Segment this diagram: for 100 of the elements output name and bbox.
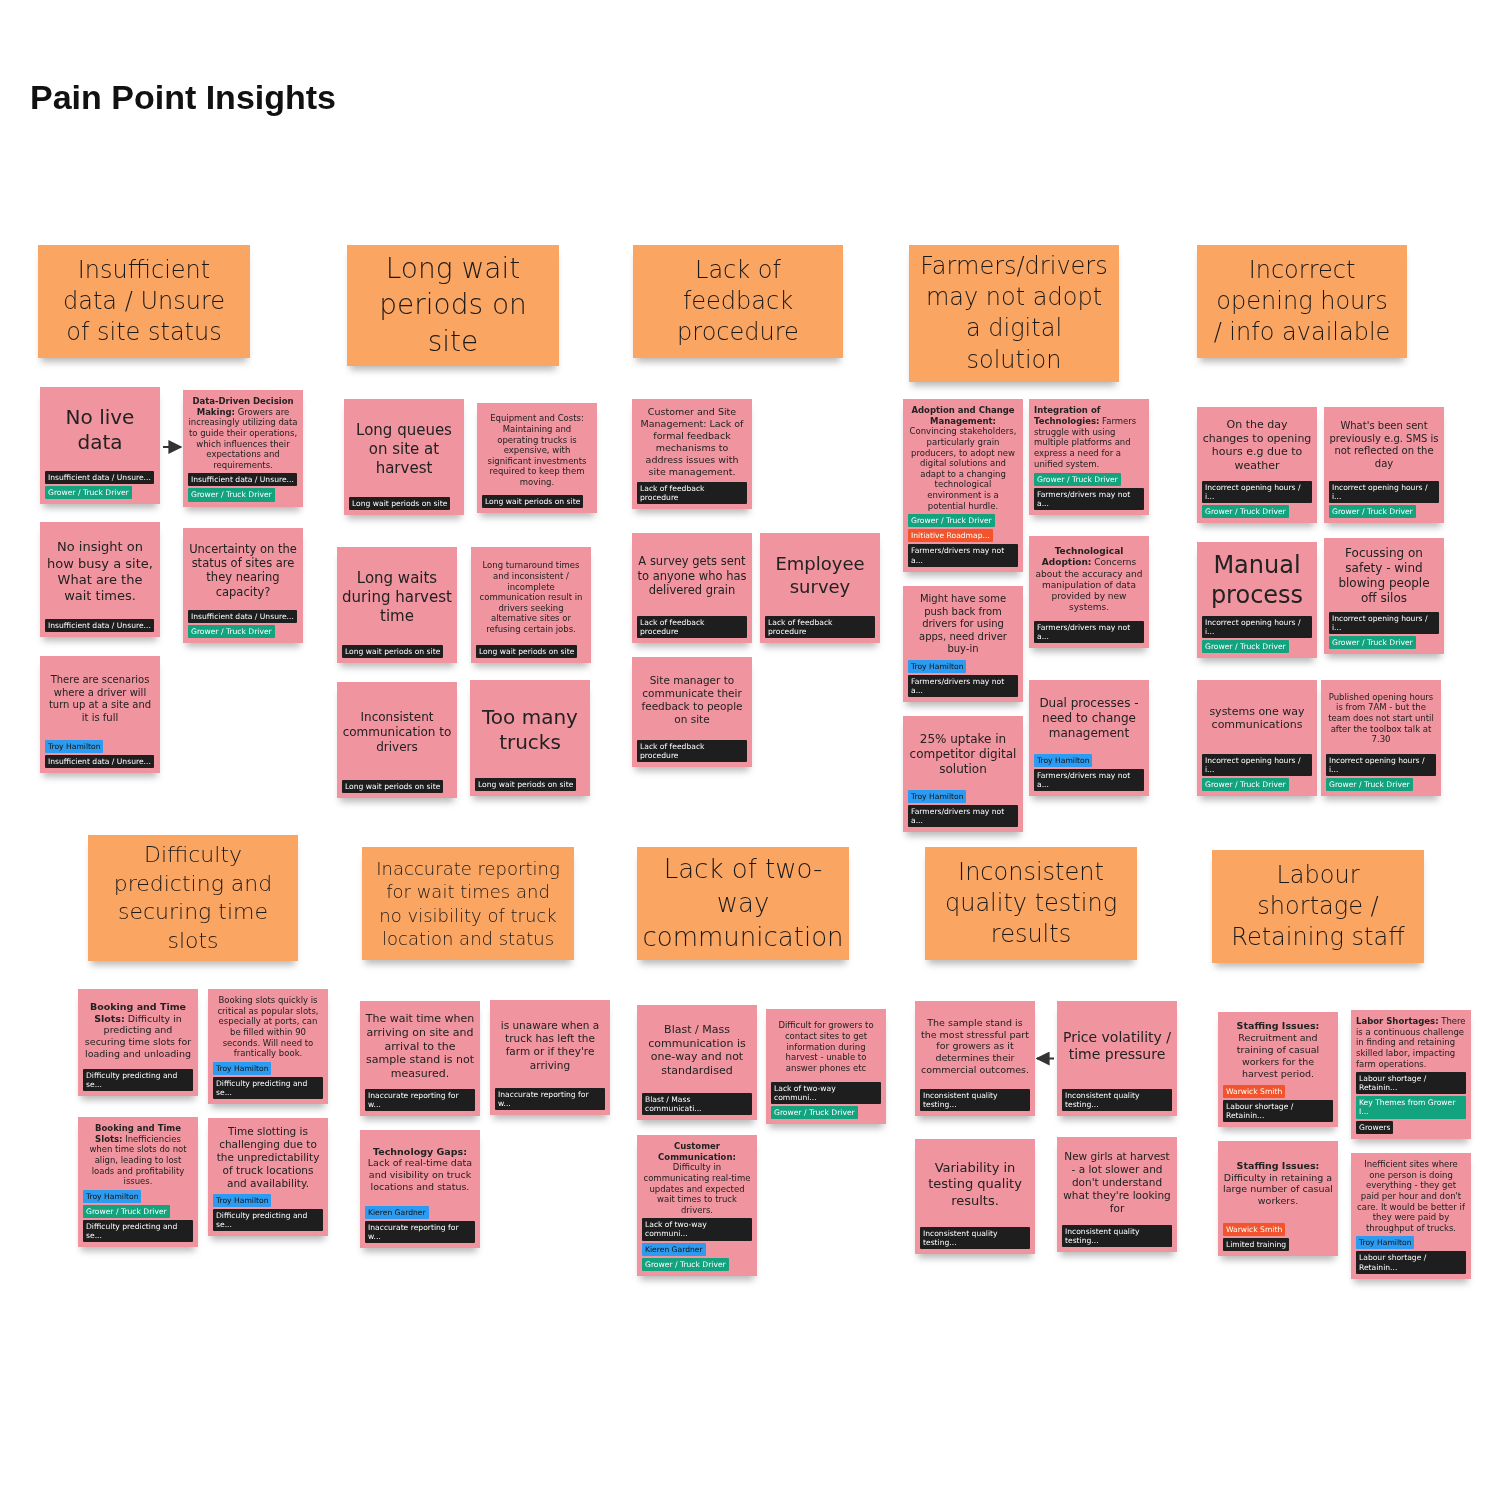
sticky-note: [915, 1001, 1035, 1116]
note-text: Technological Adoption: Concerns about the accuracy and manipulation of data provided by new systems.: [1034, 546, 1144, 614]
note-text: The wait time when arriving on site and arrival to the sample stand is not measured.: [365, 1012, 475, 1081]
sticky-note: [78, 989, 198, 1096]
theme-heading: Long wait periods on site: [378, 251, 528, 360]
note-text: Booking slots quickly is critical as popular slots, especially at ports, can be filled within 90 seconds. Will need to frantically book.: [216, 995, 320, 1059]
note-text: The sample stand is the most stressful part for growers as it determines their commercial outcomes.: [920, 1016, 1030, 1077]
sticky-note: [1029, 680, 1149, 796]
sticky-note: [637, 1005, 757, 1120]
sticky-note: [1324, 407, 1444, 523]
sticky-note: [208, 1118, 328, 1236]
theme-sticky-note: [362, 847, 574, 960]
theme-heading: Inaccurate reporting for wait times and no visibility of truck location and status: [375, 856, 561, 951]
note-text: Integration of Technologies: Farmers struggle with using multiple platforms and express a need for a unified system.: [1034, 405, 1138, 470]
note-text: A survey gets sent to anyone who has delivered grain: [637, 554, 747, 598]
theme-heading: Incorrect opening hours / info available: [1212, 254, 1392, 349]
sticky-note: [637, 1135, 757, 1276]
note-text: No live data: [64, 405, 136, 456]
theme-heading: Labour shortage / Retaining staff: [1230, 859, 1406, 954]
sticky-note: [183, 528, 303, 643]
theme-sticky-note: [1197, 245, 1407, 358]
note-text: Long waits during harvest time: [342, 569, 452, 626]
theme-sticky-note: [1212, 850, 1424, 963]
theme-sticky-note: [38, 245, 250, 358]
note-text: Published opening hours is from 7AM - but the team does not start until after the toolbox talk at 7.30: [1327, 691, 1435, 745]
sticky-note: [903, 399, 1023, 572]
page-title: Pain Point Insights: [30, 78, 337, 117]
theme-heading: Inconsistent quality testing results: [943, 856, 1119, 951]
sticky-note: [1029, 399, 1149, 515]
sticky-note: [1029, 536, 1149, 648]
note-text: Customer Communication: Difficulty in communicating real-time updates and expected wait times to truck drivers.: [642, 1141, 752, 1216]
sticky-note: [40, 656, 160, 773]
note-text: On the day changes to opening hours e.g due to weather: [1202, 417, 1312, 473]
theme-sticky-note: [909, 245, 1119, 382]
sticky-note: [1057, 1137, 1177, 1252]
note-text: Booking and Time Slots: Inefficiencies when time slots do not align, leading to lost loads and profitability issues.: [88, 1123, 188, 1187]
sticky-note: [632, 657, 752, 767]
note-text: Dual processes - need to change management: [1038, 695, 1140, 741]
note-text: Technology Gaps: Lack of real-time data and visibility on truck locations and status.: [366, 1145, 474, 1194]
note-text: Labor Shortages: There is a continuous challenge in finding and retaining skilled labor, impacting farm operations.: [1356, 1016, 1466, 1070]
note-text: What's been sent previously e.g. SMS is not reflected on the day: [1329, 420, 1439, 471]
sticky-note: [360, 1130, 480, 1248]
note-text: Adoption and Change Management: Convincing stakeholders, particularly grain producers, to adopt new digital solutions and adapt to a changing technological environment is a potential hurdle.: [908, 405, 1018, 512]
theme-heading: Lack of two-way communication: [642, 853, 844, 954]
note-text: 25% uptake in competitor digital solution: [908, 731, 1018, 777]
sticky-note: [1197, 680, 1317, 796]
sticky-note: [183, 390, 303, 507]
sticky-note: [471, 547, 591, 663]
theme-sticky-note: [88, 835, 298, 962]
theme-heading: Farmers/drivers may not adopt a digital solution: [920, 251, 1108, 376]
note-text: Staffing Issues: Recruitment and training of casual workers for the harvest period.: [1235, 1020, 1321, 1080]
sticky-note: [477, 403, 597, 513]
note-text: Equipment and Costs: Maintaining and operating trucks is expensive, with significant investments required to keep them moving.: [486, 413, 588, 488]
note-text: Difficult for growers to contact sites to get information during harvest - unable to answer phones etc: [777, 1020, 875, 1074]
note-text: New girls at harvest - a lot slower and don't understand what they're looking for: [1062, 1149, 1172, 1216]
sticky-note: [903, 716, 1023, 832]
note-text: Uncertainty on the status of sites are they nearing capacity?: [188, 541, 298, 600]
sticky-note: [1321, 680, 1441, 796]
sticky-note: [1218, 1141, 1338, 1256]
note-text: Manual process: [1209, 550, 1305, 611]
theme-sticky-note: [633, 245, 843, 358]
sticky-note: [1197, 542, 1317, 658]
arrow: [1035, 1051, 1055, 1066]
theme-sticky-note: [925, 847, 1137, 960]
note-text: Long queues on site at harvest: [355, 421, 453, 478]
sticky-note: [903, 586, 1023, 702]
arrow: [162, 440, 183, 454]
sticky-note: [360, 1001, 480, 1116]
sticky-note: [337, 682, 457, 798]
sticky-note: [632, 533, 752, 643]
sticky-note: [490, 1000, 610, 1115]
note-text: Inconsistent communication to drivers: [342, 709, 452, 755]
sticky-note: [40, 522, 160, 637]
theme-heading: Lack of feedback procedure: [676, 254, 800, 349]
sticky-note: [78, 1117, 198, 1248]
sticky-note: [1057, 1001, 1177, 1116]
sticky-note: [470, 680, 590, 796]
note-text: systems one way communications: [1208, 704, 1306, 733]
note-text: Data-Driven Decision Making: Growers are increasingly utilizing data to guide their operations, which influences their expectations and requirements.: [188, 396, 298, 471]
sticky-note: [1218, 1012, 1338, 1127]
sticky-note: [760, 533, 880, 643]
note-text: Site manager to communicate their feedback to people on site: [640, 673, 744, 727]
note-text: Might have some push back from drivers for using apps, need driver buy-in: [918, 593, 1008, 656]
note-text: Long turnaround times and inconsistent / incomplete communication result in drivers seeking alternative sites or refusing certain jobs.: [478, 560, 584, 635]
sticky-note: [1324, 538, 1444, 654]
sticky-note: [208, 989, 328, 1105]
note-text: Time slotting is challenging due to the unpredictability of truck locations and availability.: [215, 1124, 321, 1191]
note-text: Blast / Mass communication is one-way and not standardised: [647, 1022, 747, 1078]
note-text: Inefficient sites where one person is doing everything - they get paid per hour and don't care. It would be better if they were paid by throughput of trucks.: [1356, 1159, 1466, 1234]
theme-sticky-note: [637, 847, 849, 961]
theme-sticky-note: [347, 245, 559, 367]
note-text: Too many trucks: [481, 705, 579, 756]
sticky-note: [632, 399, 752, 509]
note-text: Booking and Time Slots: Difficulty in predicting and securing time slots for loading and unloading: [83, 1000, 193, 1061]
sticky-note: [1351, 1010, 1471, 1139]
sticky-note: [1197, 407, 1317, 523]
note-text: Focussing on safety - wind blowing people off silos: [1337, 546, 1431, 607]
note-text: Variability in testing quality results.: [927, 1160, 1023, 1209]
sticky-note: [766, 1009, 886, 1124]
sticky-note: [40, 387, 160, 504]
